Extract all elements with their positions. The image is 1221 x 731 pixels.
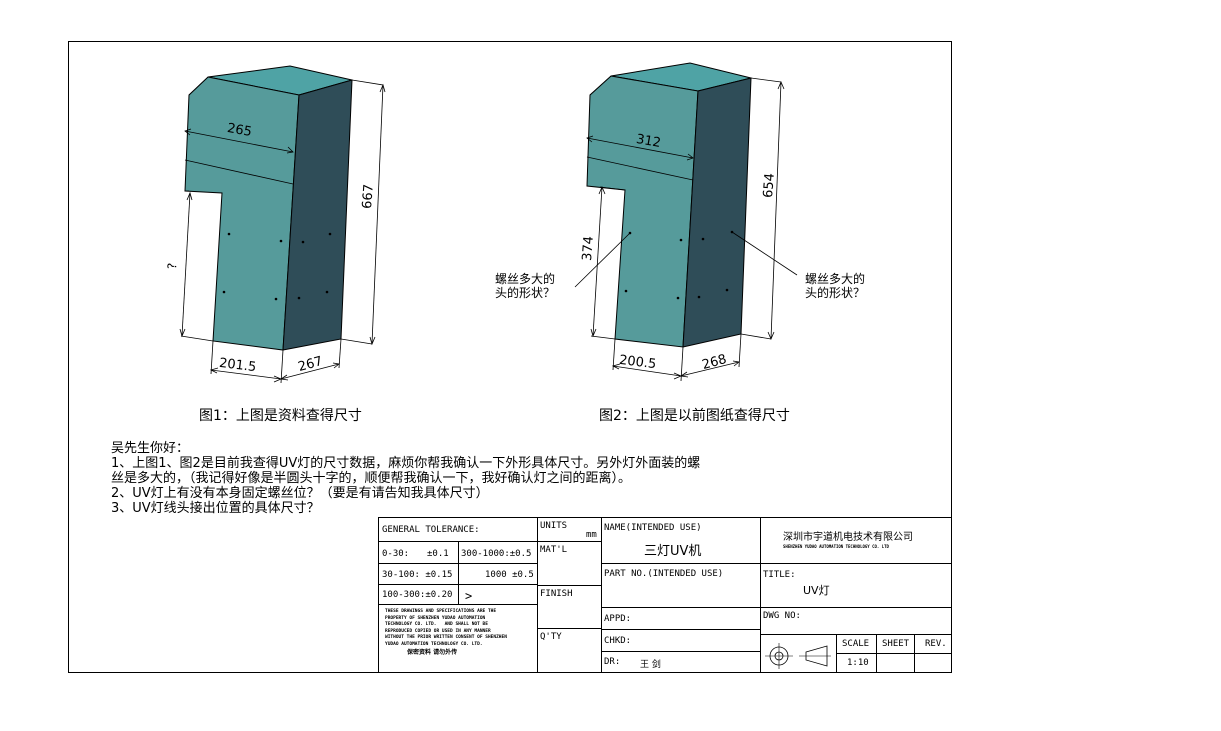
tol-0-30-cell: 0-30: ±0.1 <box>378 541 459 564</box>
chkd-cell: CHKD: <box>601 629 761 652</box>
scale-value: 1:10 <box>847 658 869 668</box>
tol-300-1000: 300-1000:±0.5 <box>461 549 532 559</box>
dim-unknown: ? <box>164 262 180 270</box>
note-line: 2、UV灯上有没有本身固定螺丝位？（要是有请告知我具体尺寸） <box>111 486 489 501</box>
dim-654: 654 <box>761 172 778 199</box>
title-label: TITLE: <box>763 570 796 580</box>
tol-30-100: 30-100: ±0.15 <box>382 570 453 580</box>
tolerance-header-cell: GENERAL TOLERANCE: <box>378 517 538 542</box>
title-block: GENERAL TOLERANCE: 0-30: ±0.1 300-1000:±… <box>378 517 952 673</box>
tol-100-300: 100-300:±0.20 <box>382 590 453 600</box>
sheet-value-cell <box>876 653 915 673</box>
rev-label: REV. <box>925 639 947 649</box>
qty-cell: Q'TY <box>537 628 602 673</box>
figure1-caption: 图1：上图是资料查得尺寸 <box>199 408 362 424</box>
name-value: 三灯UV机 <box>644 544 702 559</box>
title-cell: TITLE: UV灯 <box>760 563 952 608</box>
dwg-no-label: DWG NO: <box>763 611 801 621</box>
note-line: 1、上图1、图2是目前我查得UV灯的尺寸数据，麻烦你帮我确认一下外形具体尺寸。另… <box>111 456 701 471</box>
property-notice-cn: 保密资料 请勿外传 <box>407 649 458 656</box>
sheet-label: SHEET <box>882 639 910 649</box>
callout-right-line1: 螺丝多大的 <box>805 272 866 286</box>
property-notice-cell: THESE DRAWINGS AND SPECIFICATIONS ARE TH… <box>378 604 538 673</box>
tol-0-30-label: 0-30: <box>382 549 410 559</box>
name-label: NAME(INTENDED USE) <box>604 523 702 533</box>
name-cell: NAME(INTENDED USE) 三灯UV机 <box>601 517 761 564</box>
sheet-header-cell: SHEET <box>876 634 915 654</box>
material-cell: MAT'L <box>537 541 602 586</box>
chkd-label: CHKD: <box>604 636 632 646</box>
material-label: MAT'L <box>540 545 568 555</box>
right-front-face <box>586 75 699 348</box>
figure-right-solid <box>586 62 752 348</box>
tol-300-1000-cell: 300-1000:±0.5 <box>458 541 538 564</box>
title-value: UV灯 <box>803 584 830 597</box>
note-line: 3、UV灯线头接出位置的具体尺寸？ <box>111 501 320 516</box>
units-value: mm <box>586 530 597 540</box>
units-label: UNITS <box>540 521 568 531</box>
tol-gt-cell: > <box>458 584 538 605</box>
part-no-label: PART NO.(INTENDED USE) <box>604 569 724 579</box>
appd-label: APPD: <box>604 614 632 624</box>
tol-0-30-value: ±0.1 <box>427 549 449 559</box>
appd-cell: APPD: <box>601 607 761 630</box>
property-notice: THESE DRAWINGS AND SPECIFICATIONS ARE TH… <box>385 609 507 647</box>
dwg-no-cell: DWG NO: <box>760 607 952 635</box>
figure-left-solid <box>184 65 353 351</box>
figure2-caption: 图2：上图是以前图纸查得尺寸 <box>599 408 790 424</box>
callout-left-line2: 头的形状？ <box>495 286 556 300</box>
scale-header-cell: SCALE <box>836 634 877 654</box>
tol-30-100-cell: 30-100: ±0.15 <box>378 563 459 585</box>
left-front-face <box>184 76 300 351</box>
callout-right-line2: 头的形状？ <box>805 286 866 300</box>
callout-left-line1: 螺丝多大的 <box>495 272 556 286</box>
dr-cell: DR: 王 剑 <box>601 651 761 673</box>
tol-1000: 1000 ±0.5 <box>485 570 534 580</box>
finish-cell: FINISH <box>537 585 602 629</box>
tol-100-300-cell: 100-300:±0.20 <box>378 584 459 605</box>
qty-label: Q'TY <box>540 632 562 642</box>
dim-667: 667 <box>360 183 377 210</box>
dim-374: 374 <box>580 235 597 262</box>
projection-symbol-cell <box>760 634 837 673</box>
general-tolerance-label: GENERAL TOLERANCE: <box>382 525 480 535</box>
request-note: 吴先生你好： 1、上图1、图2是目前我查得UV灯的尺寸数据，麻烦你帮我确认一下外… <box>111 441 841 516</box>
rev-value-cell <box>914 653 952 673</box>
company-name-en: SHENZHEN YUDAO AUTOMATION TECHNOLOGY CO.… <box>783 544 889 549</box>
units-cell: UNITS mm <box>537 517 602 542</box>
third-angle-projection-icon <box>765 643 831 669</box>
finish-label: FINISH <box>540 589 573 599</box>
note-greeting: 吴先生你好： <box>111 441 190 456</box>
company-cell: 深圳市宇道机电技术有限公司 SHENZHEN YUDAO AUTOMATION … <box>760 517 952 564</box>
tol-gt: > <box>465 589 473 603</box>
dr-value: 王 剑 <box>640 660 661 670</box>
dr-label: DR: <box>604 657 621 667</box>
part-no-cell: PART NO.(INTENDED USE) <box>601 563 761 608</box>
rev-header-cell: REV. <box>914 634 952 654</box>
company-name-cn: 深圳市宇道机电技术有限公司 <box>783 532 913 543</box>
note-line: 丝是多大的，（我记得好像是半圆头十字的，顺便帮我确认一下，我好确认灯之间的距离）… <box>111 471 632 486</box>
scale-label: SCALE <box>842 639 870 649</box>
tol-1000-cell: 1000 ±0.5 <box>458 563 538 585</box>
scale-value-cell: 1:10 <box>836 653 877 673</box>
